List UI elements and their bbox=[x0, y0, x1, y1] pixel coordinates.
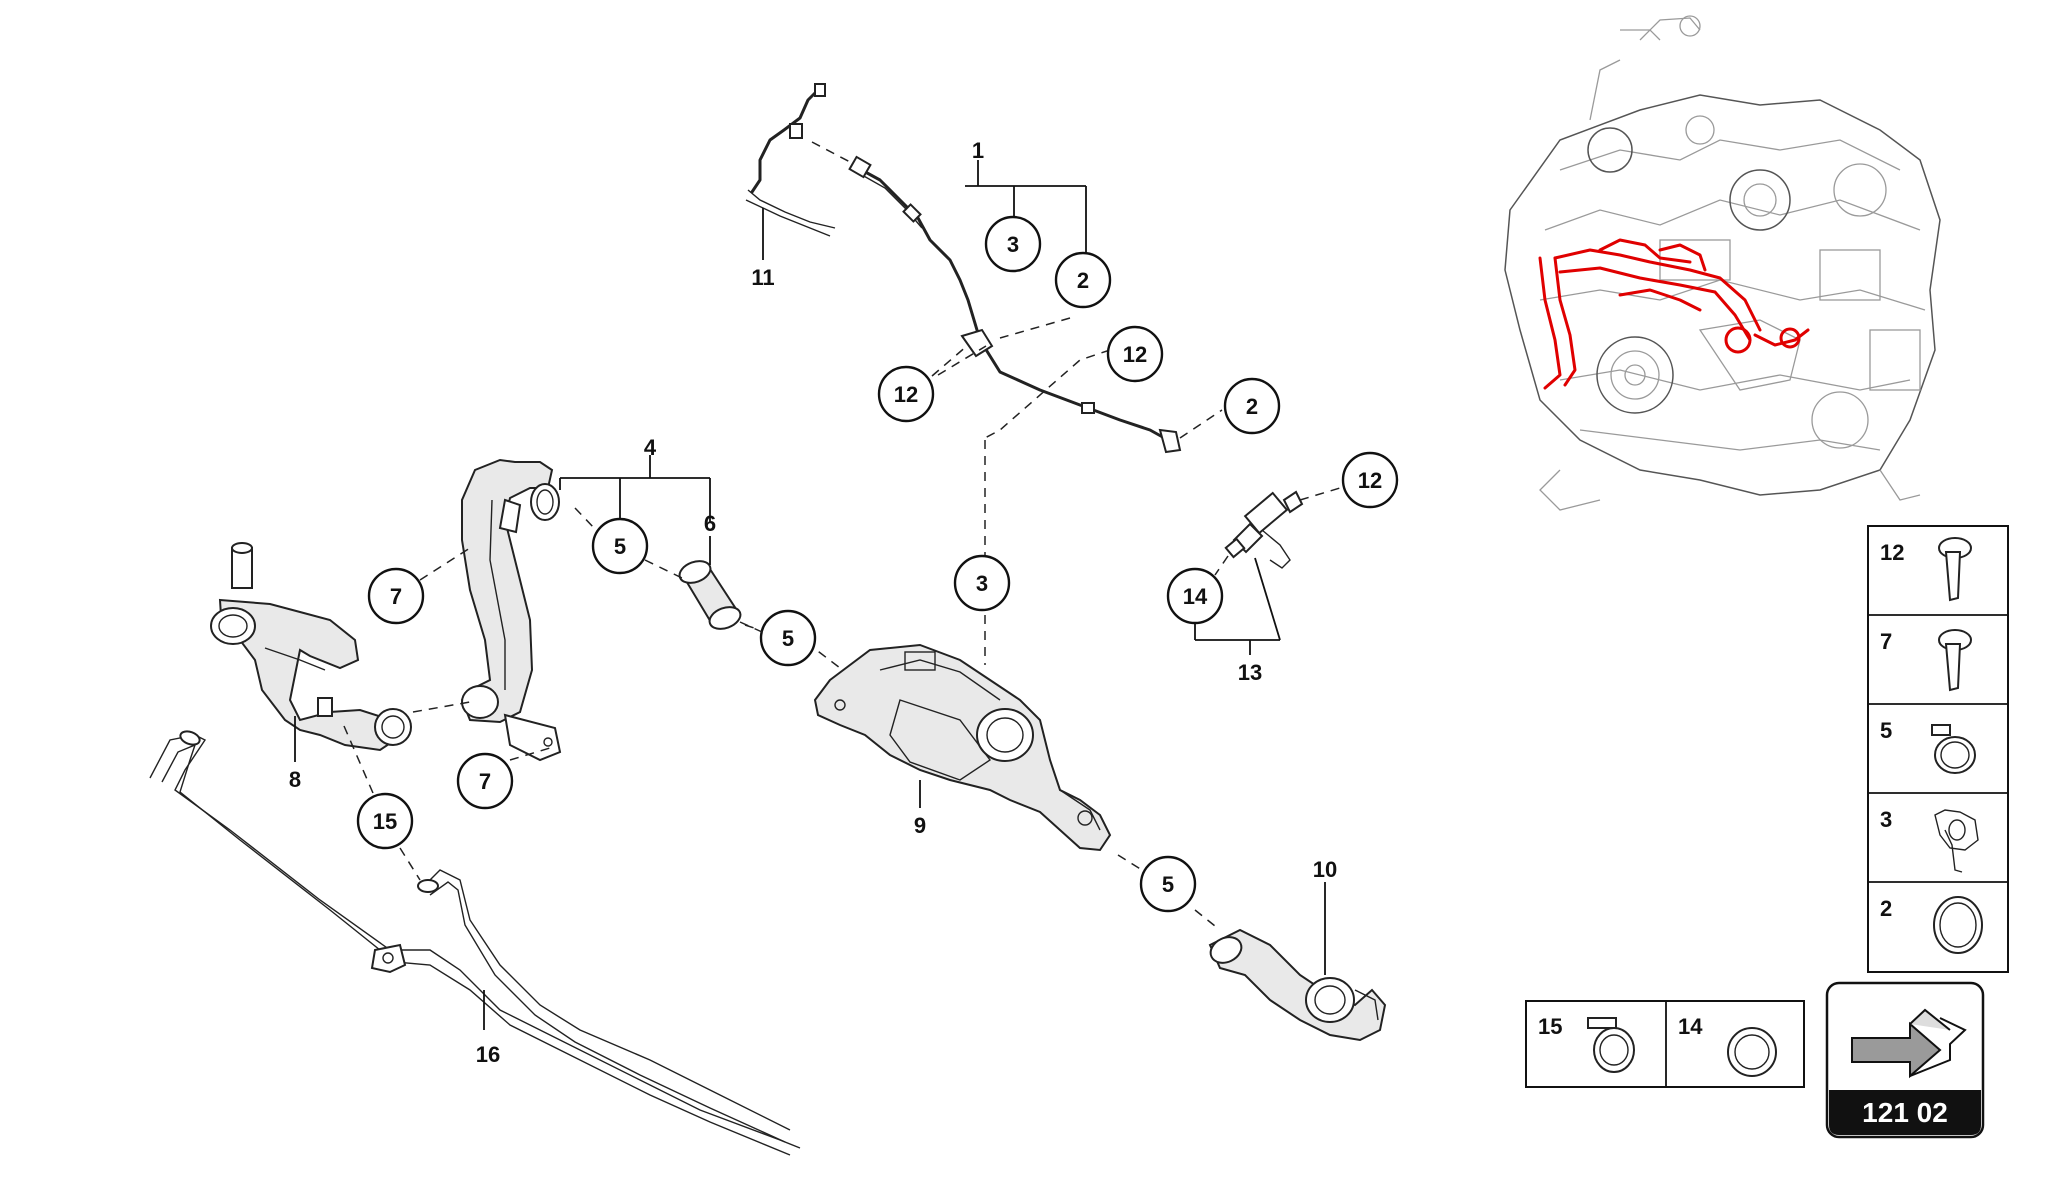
part-1-hose bbox=[848, 155, 1182, 454]
callout-3-upper: 3 bbox=[984, 215, 1042, 273]
part-16-pipe bbox=[149, 730, 801, 1156]
svg-text:3: 3 bbox=[976, 571, 988, 596]
page-navigation[interactable]: 121 02 bbox=[1825, 981, 1985, 1139]
callout-label-9: 9 bbox=[914, 813, 926, 838]
callout-label-8: 8 bbox=[289, 767, 301, 792]
legend-label-5: 5 bbox=[1880, 718, 1892, 743]
svg-text:15: 15 bbox=[373, 809, 397, 834]
svg-text:7: 7 bbox=[390, 584, 402, 609]
seal-ring-icon bbox=[1727, 1027, 1777, 1077]
direction-arrow-icon bbox=[1851, 1008, 1967, 1079]
hose-clamp-icon bbox=[1931, 724, 1976, 774]
callout-label-16: 16 bbox=[476, 1042, 500, 1067]
callout-label-11: 11 bbox=[751, 265, 774, 290]
callout-2-upper: 2 bbox=[1054, 251, 1112, 309]
svg-text:5: 5 bbox=[782, 626, 794, 651]
callout-5-upper: 5 bbox=[591, 517, 649, 575]
legend-label-2: 2 bbox=[1880, 896, 1892, 921]
svg-text:5: 5 bbox=[1162, 872, 1174, 897]
svg-text:3: 3 bbox=[1007, 232, 1019, 257]
seal-ring-icon bbox=[1933, 896, 1983, 954]
svg-text:5: 5 bbox=[614, 534, 626, 559]
svg-text:12: 12 bbox=[1123, 342, 1147, 367]
callout-12-mid: 12 bbox=[1106, 325, 1164, 383]
svg-text:12: 12 bbox=[1358, 468, 1382, 493]
legend-panel: 12 7 5 3 2 bbox=[1867, 525, 2009, 973]
callout-2-right: 2 bbox=[1223, 377, 1281, 435]
legend-label-3: 3 bbox=[1880, 807, 1892, 832]
legend-label-12: 12 bbox=[1880, 540, 1904, 565]
callout-label-10: 10 bbox=[1313, 857, 1337, 882]
legend-label-15: 15 bbox=[1538, 1014, 1562, 1039]
svg-text:2: 2 bbox=[1246, 394, 1258, 419]
callout-14: 14 bbox=[1166, 567, 1224, 625]
page-number: 121 02 bbox=[1862, 1097, 1948, 1128]
svg-text:7: 7 bbox=[479, 769, 491, 794]
part-6-sleeve bbox=[678, 560, 742, 630]
engine-overview-illustration bbox=[1504, 15, 1941, 511]
part-9-housing bbox=[813, 643, 1112, 852]
callout-5-middle: 5 bbox=[759, 609, 817, 667]
legend-label-14: 14 bbox=[1678, 1014, 1703, 1039]
part-4-hose bbox=[460, 458, 562, 762]
svg-text:14: 14 bbox=[1183, 584, 1208, 609]
callout-label-4: 4 bbox=[644, 435, 657, 460]
cable-clip-icon bbox=[1934, 809, 1979, 873]
callout-3-lower: 3 bbox=[953, 554, 1011, 612]
callout-7-lower: 7 bbox=[456, 752, 514, 810]
svg-text:12: 12 bbox=[894, 382, 918, 407]
part-11-harness bbox=[745, 83, 836, 237]
bolt-icon bbox=[1938, 629, 1972, 692]
callout-5-lower: 5 bbox=[1139, 855, 1197, 913]
callout-label-13: 13 bbox=[1238, 660, 1262, 685]
part-13-sensor bbox=[1224, 490, 1304, 569]
bolt-icon bbox=[1938, 537, 1972, 602]
callout-label-6: 6 bbox=[704, 511, 716, 536]
part-8-pipe bbox=[210, 542, 412, 752]
callout-15: 15 bbox=[356, 792, 414, 850]
callout-12-left: 12 bbox=[877, 365, 935, 423]
part-10-hose bbox=[1208, 928, 1387, 1042]
callout-7-upper: 7 bbox=[367, 567, 425, 625]
hose-clamp-icon bbox=[1587, 1017, 1635, 1073]
callout-label-1: 1 bbox=[972, 138, 984, 163]
callout-12-right: 12 bbox=[1341, 451, 1399, 509]
legend-label-7: 7 bbox=[1880, 629, 1892, 654]
svg-text:2: 2 bbox=[1077, 268, 1089, 293]
legend-pair-panel: 15 14 bbox=[1525, 1000, 1805, 1088]
